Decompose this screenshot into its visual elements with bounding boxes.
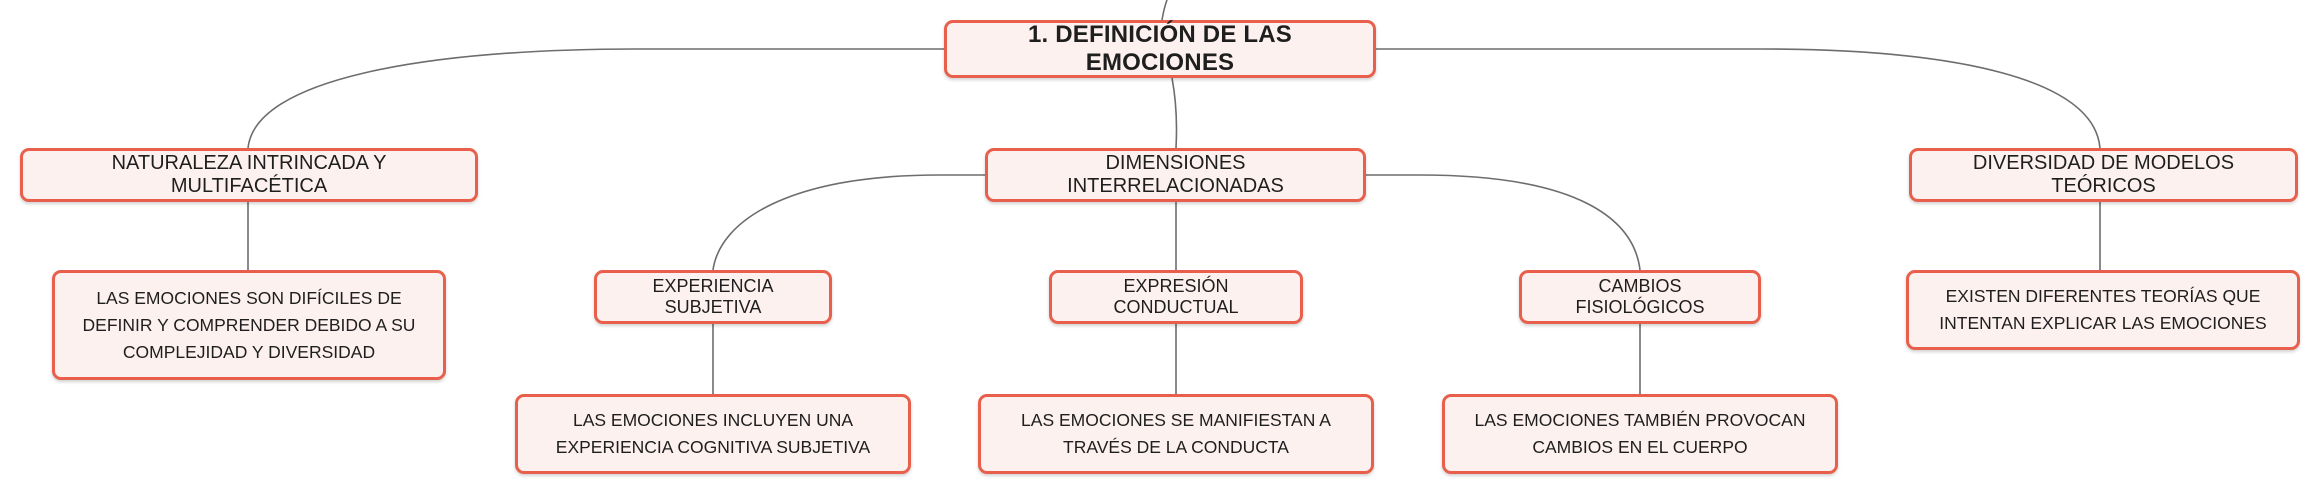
detail-experiencia-node[interactable]: LAS EMOCIONES INCLUYEN UNA EXPERIENCIA C… — [515, 394, 911, 474]
topic-dimensiones-node[interactable]: DIMENSIONES INTERRELACIONADAS — [985, 148, 1366, 202]
detail-cambios-node[interactable]: LAS EMOCIONES TAMBIÉN PROVOCAN CAMBIOS E… — [1442, 394, 1838, 474]
topic-diversidad-node[interactable]: DIVERSIDAD DE MODELOS TEÓRICOS — [1909, 148, 2298, 202]
topic-naturaleza-node[interactable]: NATURALEZA INTRINCADA Y MULTIFACÉTICA — [20, 148, 478, 202]
detail-expresion-node[interactable]: LAS EMOCIONES SE MANIFIESTAN A TRAVÉS DE… — [978, 394, 1374, 474]
root-topic-node[interactable]: 1. DEFINICIÓN DE LAS EMOCIONES — [944, 20, 1376, 78]
detail-naturaleza-node[interactable]: LAS EMOCIONES SON DIFÍCILES DE DEFINIR Y… — [52, 270, 446, 380]
subtopic-cambios-node[interactable]: CAMBIOS FISIOLÓGICOS — [1519, 270, 1761, 324]
connector-parent-to-root — [1161, 0, 1168, 21]
connector-dimensiones-to-experiencia — [712, 174, 985, 271]
detail-diversidad-node[interactable]: EXISTEN DIFERENTES TEORÍAS QUE INTENTAN … — [1906, 270, 2300, 350]
subtopic-experiencia-node[interactable]: EXPERIENCIA SUBJETIVA — [594, 270, 832, 324]
connector-root-to-diversidad — [1376, 48, 2101, 149]
subtopic-expresion-node[interactable]: EXPRESIÓN CONDUCTUAL — [1049, 270, 1303, 324]
connector-root-to-naturaleza — [247, 48, 944, 149]
connector-root-to-dimensiones — [1171, 77, 1178, 149]
connector-dimensiones-to-cambios — [1366, 174, 1641, 271]
